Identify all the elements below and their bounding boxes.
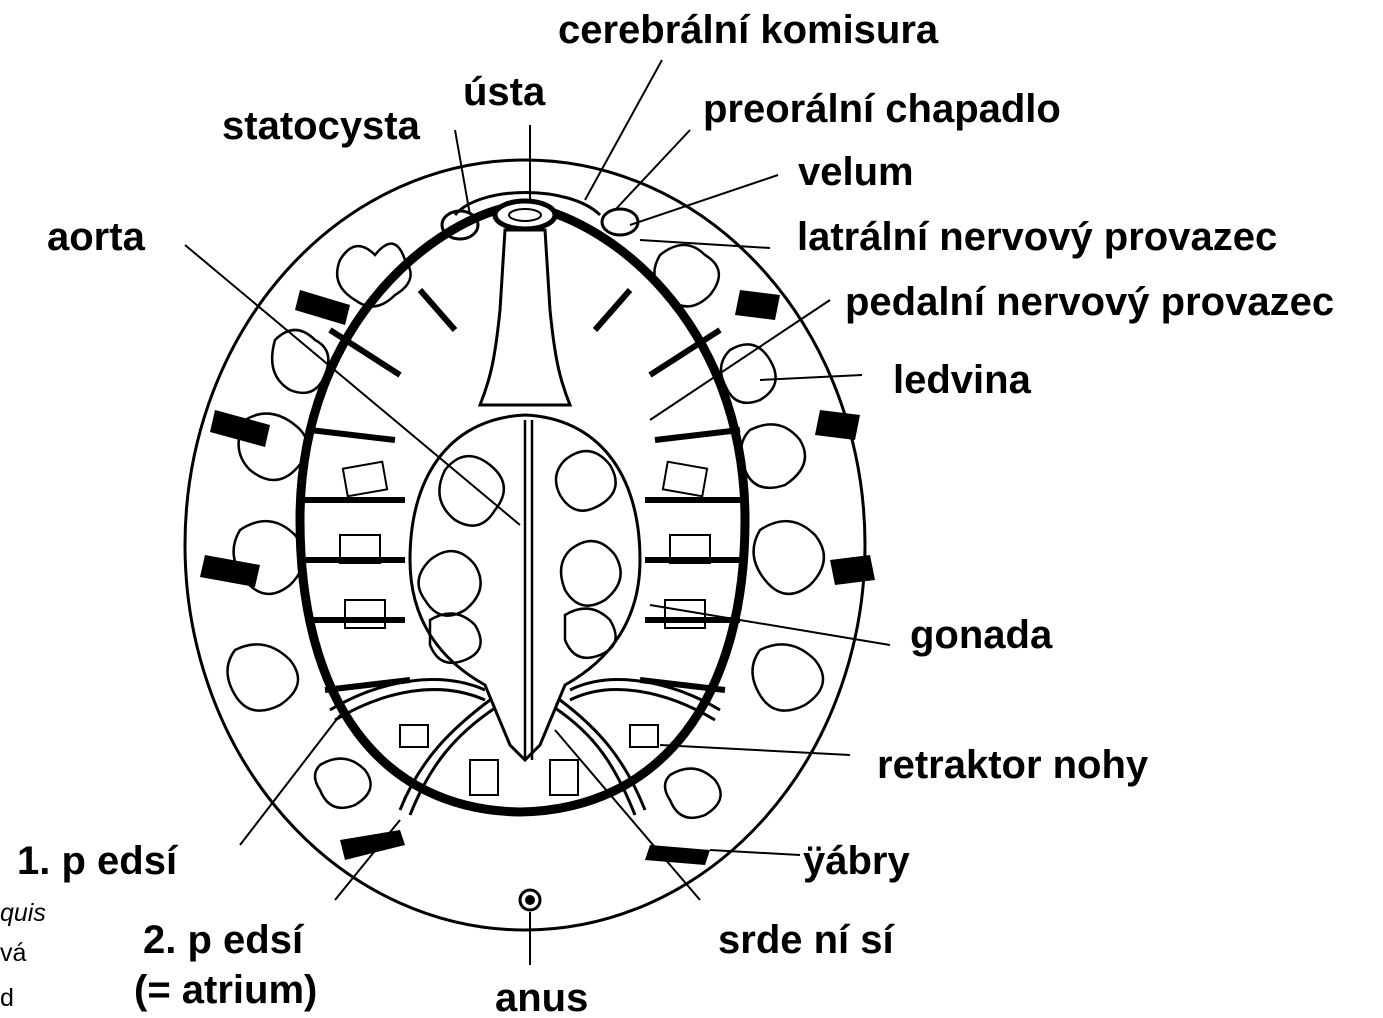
leader-lines	[185, 60, 890, 965]
caption-fragment-2: vá	[0, 940, 26, 968]
label-gonad: gonada	[910, 615, 1052, 655]
oral-tube	[480, 230, 570, 405]
label-pedal-nerve-cord: pedalní nervový provazec	[845, 282, 1334, 322]
label-gills: ÿábry	[803, 841, 910, 881]
left-kidney-lobes	[228, 244, 411, 808]
label-heart-atrium: srde ní sí	[718, 920, 894, 960]
label-foot-retractor: retraktor nohy	[877, 745, 1148, 785]
gonad-lobes	[419, 451, 621, 663]
right-kidney-lobes	[654, 245, 824, 818]
foot-outline	[300, 205, 745, 812]
label-kidney: ledvina	[893, 360, 1031, 400]
label-statocyst: statocysta	[222, 106, 420, 146]
anus-mark-dot	[525, 895, 535, 905]
caption-fragment-3: d	[0, 985, 14, 1013]
label-second-atrium-note: (= atrium)	[134, 970, 317, 1010]
label-cerebral-commissure: cerebrální komisura	[558, 10, 938, 50]
label-mouth: ústa	[463, 72, 545, 112]
label-velum: velum	[798, 152, 914, 192]
label-preoral-tentacle: preorální chapadlo	[703, 89, 1061, 129]
label-lateral-nerve-cord: latrální nervový provazec	[797, 217, 1277, 257]
label-anus: anus	[495, 978, 588, 1018]
label-first-atrium: 1. p edsí	[17, 841, 177, 881]
label-aorta: aorta	[47, 217, 145, 257]
label-second-atrium: 2. p edsí	[143, 920, 303, 960]
caption-fragment-1: quis	[0, 900, 46, 928]
preoral-tentacle-right	[602, 209, 638, 235]
mouth-opening	[495, 201, 555, 229]
